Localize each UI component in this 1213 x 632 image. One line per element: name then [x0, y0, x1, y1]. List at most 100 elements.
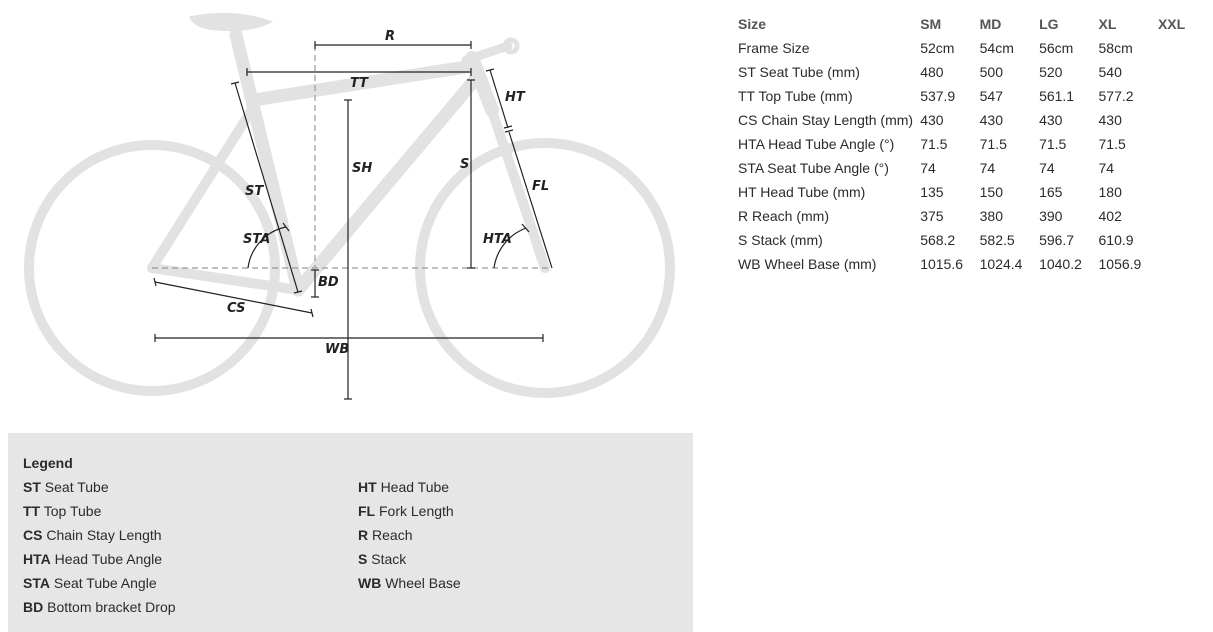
table-cell: [1158, 132, 1213, 156]
table-cell: 74: [1039, 160, 1055, 176]
table-header-cell: LG: [1039, 16, 1059, 32]
legend-item: FL Fork Length: [358, 499, 693, 523]
table-cell: 71.5: [1098, 136, 1126, 152]
table-cell: 402: [1098, 208, 1122, 224]
head-tube-angle-arc: [493, 227, 527, 269]
table-cell: [1158, 204, 1213, 228]
chain-stay-frame: [147, 263, 303, 295]
label-r: R: [385, 29, 395, 44]
table-cell: 375: [920, 208, 944, 224]
diagram-labels: R TT HT SH S ST FL STA HTA BD CS WB: [227, 29, 549, 357]
legend-abbr: WB: [358, 575, 382, 591]
table-cell: [1158, 228, 1213, 252]
table-cell: 596.7: [1039, 232, 1075, 248]
cs-tick-left: [153, 277, 157, 287]
table-cell: [1158, 252, 1213, 276]
label-wb: WB: [325, 342, 349, 357]
label-ht: HT: [505, 90, 526, 105]
legend-abbr: S: [358, 551, 368, 567]
legend-item: R Reach: [358, 523, 693, 547]
legend-item: CS Chain Stay Length: [23, 523, 358, 547]
ht-tick-mid-a: [503, 125, 513, 129]
legend-text: Wheel Base: [385, 575, 461, 591]
stem-frame: [461, 41, 513, 65]
table-cell: 1024.4: [979, 256, 1023, 272]
legend-abbr: CS: [23, 527, 43, 543]
legend-abbr: R: [358, 527, 369, 543]
label-fl: FL: [532, 179, 549, 194]
table-cell: 56cm: [1039, 40, 1074, 56]
legend-item: HTA Head Tube Angle: [23, 547, 358, 571]
table-cell: 71.5: [920, 136, 948, 152]
table-cell: 430: [979, 112, 1003, 128]
table-row-label: HT Head Tube (mm): [738, 184, 866, 200]
legend-item: BD Bottom bracket Drop: [23, 595, 358, 619]
legend-abbr: STA: [23, 575, 50, 591]
label-cs: CS: [227, 301, 245, 316]
table-cell: [1158, 156, 1213, 180]
table-cell: [1158, 180, 1213, 204]
table-cell: 1015.6: [920, 256, 964, 272]
table-cell: 577.2: [1098, 88, 1134, 104]
table-cell: 1056.9: [1098, 256, 1142, 272]
table-header-cell: MD: [979, 16, 1002, 32]
legend-item: WB Wheel Base: [358, 571, 693, 595]
legend-abbr: ST: [23, 479, 41, 495]
legend-abbr: BD: [23, 599, 44, 615]
label-s: S: [460, 157, 469, 172]
table-cell: [1158, 108, 1213, 132]
legend-text: Stack: [371, 551, 407, 567]
table-cell: 520: [1039, 64, 1063, 80]
table-cell: 430: [920, 112, 944, 128]
legend-abbr: TT: [23, 503, 41, 519]
table-cell: 58cm: [1098, 40, 1133, 56]
down-tube-frame: [291, 69, 485, 297]
table-row-label: CS Chain Stay Length (mm): [738, 112, 914, 128]
legend-item: TT Top Tube: [23, 499, 358, 523]
st-tick-top: [230, 81, 240, 85]
hta-arc-tick: [521, 223, 530, 233]
table-cell: 54cm: [979, 40, 1014, 56]
legend-abbr: FL: [358, 503, 376, 519]
table-row-label: Frame Size: [738, 40, 810, 56]
table-row-label: HTA Head Tube Angle (°): [738, 136, 895, 152]
table-cell: 165: [1039, 184, 1063, 200]
table-cell: 537.9: [920, 88, 956, 104]
table-cell: 71.5: [1039, 136, 1067, 152]
cs-tick-right: [310, 308, 314, 318]
table-cell: 540: [1098, 64, 1122, 80]
table-cell: 74: [979, 160, 996, 176]
head-tube-line: [489, 69, 509, 129]
legend-text: Seat Tube: [44, 479, 109, 495]
table-cell: 380: [979, 208, 1003, 224]
bike-geometry-diagram: R TT HT SH S ST FL STA HTA BD CS WB: [24, 12, 675, 400]
table-row: CS Chain Stay Length (mm) 430 430 430 430: [738, 108, 1213, 132]
measurement-lines: [152, 41, 553, 400]
table-row-label: TT Top Tube (mm): [738, 88, 853, 104]
label-st: ST: [245, 184, 264, 199]
legend-text: Head Tube: [380, 479, 450, 495]
label-bd: BD: [318, 275, 339, 290]
table-cell: 430: [1039, 112, 1063, 128]
table-cell: 500: [979, 64, 1003, 80]
handlebar: [502, 37, 520, 55]
legend-text: Top Tube: [43, 503, 102, 519]
legend-text: Reach: [372, 527, 413, 543]
fork-length-line: [508, 131, 553, 269]
table-header-cell: Size: [738, 16, 767, 32]
fork-frame: [485, 100, 550, 273]
table-cell: 547: [979, 88, 1003, 104]
st-tick-bottom: [293, 290, 303, 294]
table-cell: 430: [1098, 112, 1122, 128]
legend-item: S Stack: [358, 547, 693, 571]
front-wheel: [415, 138, 675, 398]
label-sta: STA: [243, 232, 270, 247]
